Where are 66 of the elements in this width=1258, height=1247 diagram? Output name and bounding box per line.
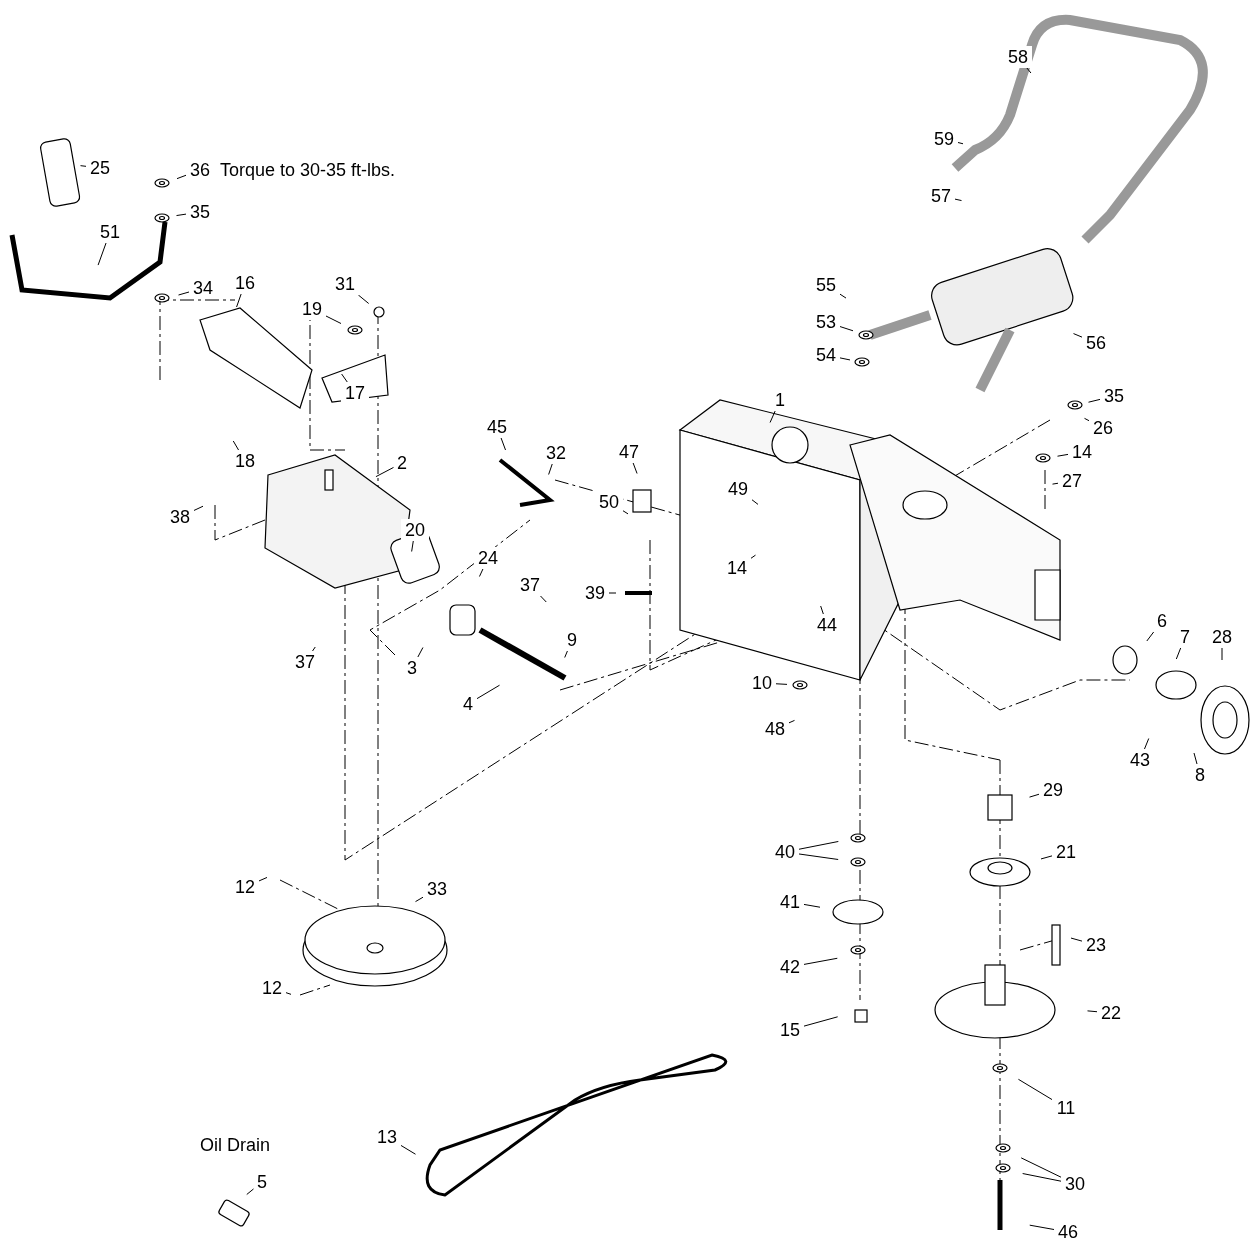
- leader-line: [341, 373, 348, 383]
- leader-line: [839, 293, 847, 299]
- leader-line: [803, 1016, 839, 1027]
- leader-line: [1040, 855, 1053, 860]
- leader-line: [417, 647, 424, 658]
- leader-line: [1087, 1010, 1098, 1013]
- leader-line: [839, 326, 854, 332]
- leader-line: [193, 505, 204, 511]
- leader-line: [769, 410, 776, 423]
- part-note: Oil Drain: [200, 1134, 270, 1156]
- leader-line: [1020, 1157, 1062, 1178]
- leader-line: [80, 165, 87, 167]
- leader-line: [1146, 631, 1155, 642]
- leader-line: [476, 684, 501, 700]
- leader-line: [548, 463, 553, 475]
- leader-line: [751, 499, 759, 505]
- leader-line: [750, 554, 756, 559]
- leader-line: [1022, 1173, 1062, 1182]
- leader-line: [1029, 1224, 1055, 1230]
- leader-line: [1073, 333, 1083, 338]
- leader-line: [798, 841, 839, 850]
- leader-line: [97, 242, 107, 266]
- leader-line: [957, 142, 964, 145]
- leader-line: [312, 646, 316, 652]
- leader-line: [798, 853, 839, 860]
- leader-line: [500, 437, 507, 451]
- leader-line: [246, 1188, 254, 1195]
- leader-line: [1175, 647, 1182, 660]
- leader-line: [357, 294, 370, 304]
- leader-line: [1084, 417, 1090, 422]
- leader-line: [176, 174, 187, 180]
- leader-line: [258, 876, 268, 882]
- leader-line: [1017, 1078, 1053, 1101]
- torque-note: Torque to 30-35 ft-lbs.: [220, 159, 396, 181]
- leader-line: [375, 466, 394, 478]
- callout-number: 20: [401, 519, 429, 541]
- leader-line: [622, 510, 629, 515]
- leader-line: [232, 440, 240, 451]
- leader-line: [1052, 482, 1059, 485]
- leader-line: [1193, 752, 1198, 765]
- leader-line: [608, 592, 617, 594]
- leader-line: [839, 357, 851, 361]
- leader-line: [1057, 453, 1069, 457]
- leader-line: [400, 1144, 416, 1155]
- leader-line: [954, 198, 962, 202]
- leader-line: [540, 595, 547, 603]
- leader-line: [176, 213, 187, 217]
- leader-line: [285, 992, 292, 995]
- leader-line: [775, 683, 788, 685]
- leader-line: [178, 291, 190, 296]
- leader-line: [803, 957, 838, 965]
- leader-line: [411, 540, 414, 552]
- leader-line: [820, 605, 824, 615]
- leader-line: [1070, 937, 1083, 942]
- leader-line: [1143, 738, 1150, 750]
- leader-line: [1088, 398, 1101, 403]
- leader-line: [415, 896, 424, 903]
- leader-line: [478, 568, 484, 577]
- leader-line: [564, 650, 568, 658]
- leader-line: [1026, 67, 1032, 74]
- leader-line: [1221, 647, 1223, 661]
- leader-line: [788, 719, 795, 724]
- leader-line: [632, 462, 638, 474]
- leader-line: [1029, 793, 1040, 798]
- leader-line: [803, 903, 821, 908]
- leader-line: [236, 293, 242, 308]
